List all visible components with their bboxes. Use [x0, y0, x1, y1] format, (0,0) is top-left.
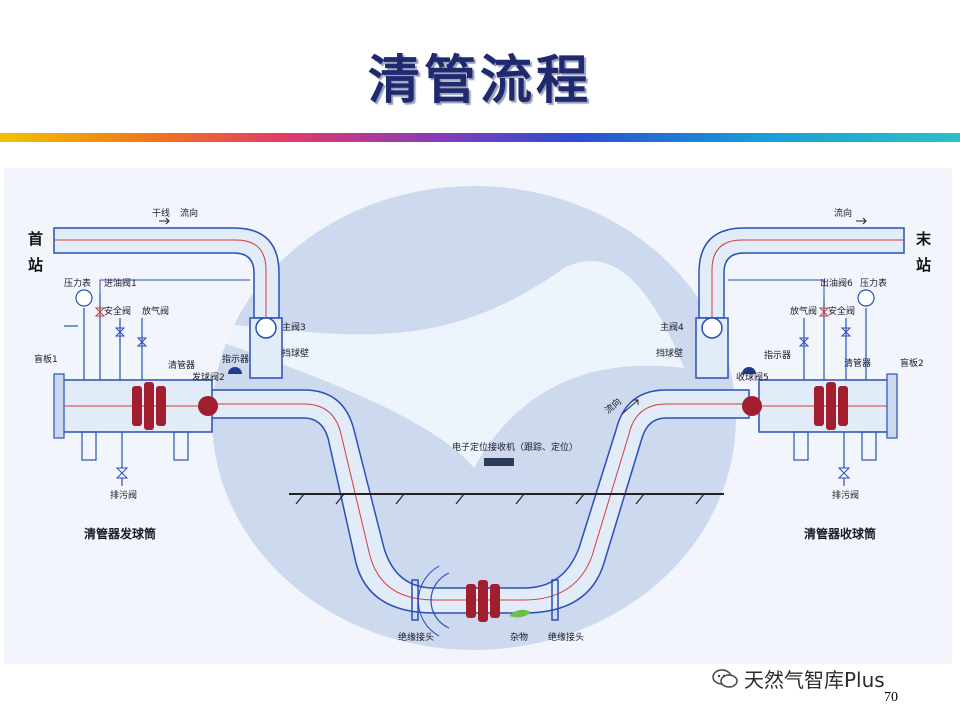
page-number: 70	[884, 690, 898, 705]
flow-arrow-left	[159, 217, 170, 225]
receiver-label: 电子定位接收机（跟踪、定位）	[452, 441, 578, 453]
launcher-fittings	[64, 279, 250, 380]
trunk-line-label: 干线	[152, 207, 170, 219]
right-blind-plate-label: 盲板2	[900, 357, 924, 369]
watermark: 天然气智库Plus	[712, 664, 885, 693]
right-drain-valve-label: 排污阀	[832, 489, 859, 501]
launcher-caption: 清管器发球筒	[84, 526, 156, 541]
slide-title: 清管流程	[367, 51, 592, 111]
main-valve-3	[255, 317, 277, 339]
insulating-joint-left	[411, 579, 419, 621]
left-indicator-label: 指示器	[222, 353, 249, 365]
launch-valve-2	[198, 396, 218, 416]
receiver-caption: 清管器收球筒	[804, 526, 876, 541]
pig-in-transit	[417, 565, 531, 637]
right-indicator-label: 指示器	[764, 349, 791, 361]
left-baffle-label: 挡球壁	[282, 347, 309, 359]
debris-label: 杂物	[510, 631, 528, 643]
start-station-label-1: 首	[28, 230, 43, 248]
right-outlet-valve-label: 出油阀6	[820, 277, 853, 289]
electronic-receiver	[484, 458, 514, 466]
right-safety-valve-label: 安全阀	[828, 305, 855, 317]
left-vent-valve-label: 放气阀	[142, 305, 169, 317]
flow-arrow-right	[856, 217, 867, 225]
main-valve-4	[701, 317, 723, 339]
launch-valve-label: 发球阀2	[192, 371, 225, 383]
ground-line	[289, 493, 724, 505]
right-pressure-gauge-label: 压力表	[860, 277, 887, 289]
indicator-left	[228, 367, 242, 374]
insulating-joint-right	[551, 579, 559, 621]
insulating-joint-right-label: 绝缘接头	[548, 631, 584, 643]
indicator-right	[742, 367, 756, 374]
flow-label-right: 流向	[834, 207, 852, 219]
left-safety-valve-label: 安全阀	[104, 305, 131, 317]
pigging-flow-diagram: 首 站 末 站 干线 流向 流向 流向 压力表 进油阀1 安全阀 放气阀 盲板1…	[4, 168, 952, 664]
right-pig-label: 清管器	[844, 357, 871, 369]
start-station-label-2: 站	[28, 256, 43, 274]
end-station-label-1: 末	[916, 230, 932, 248]
left-blind-plate-label: 盲板1	[34, 353, 58, 365]
left-inlet-valve-label: 进油阀1	[104, 277, 137, 289]
flow-label-left: 流向	[180, 207, 198, 219]
right-vent-valve-label: 放气阀	[790, 305, 817, 317]
receiver-fittings	[728, 279, 875, 380]
flow-arrow-mid	[621, 399, 639, 415]
main-valve-3-label: 主阀3	[282, 321, 306, 333]
receive-valve-label: 收球阀5	[736, 371, 769, 383]
wechat-icon	[712, 668, 738, 688]
left-pig-label: 清管器	[168, 359, 195, 371]
end-station-label-2: 站	[916, 256, 931, 274]
main-valve-4-label: 主阀4	[660, 321, 684, 333]
pig-receiver	[758, 373, 898, 486]
rainbow-divider	[0, 133, 960, 142]
pig-launcher	[53, 373, 213, 486]
left-drain-valve-label: 排污阀	[110, 489, 137, 501]
insulating-joint-left-label: 绝缘接头	[398, 631, 434, 643]
left-pressure-gauge-label: 压力表	[64, 277, 91, 289]
watermark-text: 天然气智库Plus	[744, 668, 885, 692]
right-baffle-label: 挡球壁	[656, 347, 683, 359]
receive-valve-5	[742, 396, 762, 416]
